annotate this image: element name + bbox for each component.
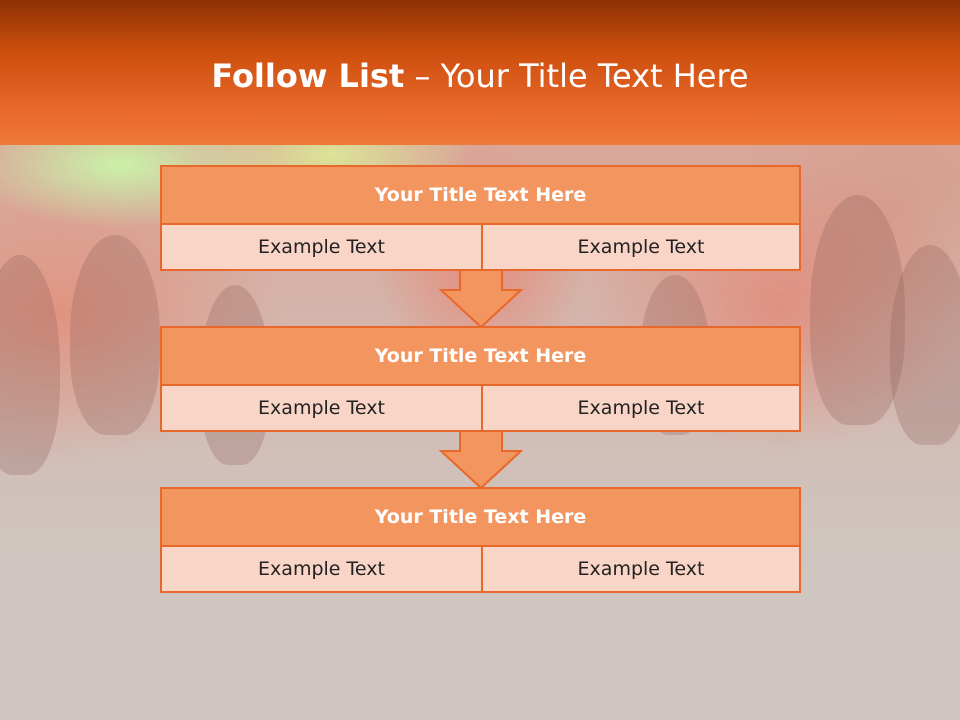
- slide-title-bold: Follow List: [211, 57, 405, 95]
- slide-title: Follow List – Your Title Text Here: [0, 54, 960, 98]
- crowd-silhouette: [810, 195, 905, 425]
- crowd-silhouette: [0, 255, 60, 475]
- list-box-title: Your Title Text Here: [162, 328, 799, 386]
- list-box-title: Your Title Text Here: [162, 167, 799, 225]
- list-box-title: Your Title Text Here: [162, 489, 799, 547]
- header-band: Follow List – Your Title Text Here: [0, 0, 960, 145]
- list-box-3: Your Title Text Here Example Text Exampl…: [160, 487, 801, 593]
- arrow-down-icon: [439, 269, 523, 329]
- list-box-left-text: Example Text: [162, 386, 483, 430]
- slide-title-rest: Your Title Text Here: [440, 57, 749, 95]
- list-box-left-text: Example Text: [162, 225, 483, 269]
- arrow-down-icon: [439, 430, 523, 490]
- list-box-1: Your Title Text Here Example Text Exampl…: [160, 165, 801, 271]
- list-box-right-text: Example Text: [577, 558, 705, 580]
- list-box-left-text: Example Text: [162, 547, 483, 591]
- list-box-2: Your Title Text Here Example Text Exampl…: [160, 326, 801, 432]
- list-box-right-text: Example Text: [577, 397, 705, 419]
- crowd-silhouette: [70, 235, 160, 435]
- crowd-silhouette: [890, 245, 960, 445]
- list-box-right-text: Example Text: [577, 236, 705, 258]
- slide-title-separator: –: [404, 57, 441, 95]
